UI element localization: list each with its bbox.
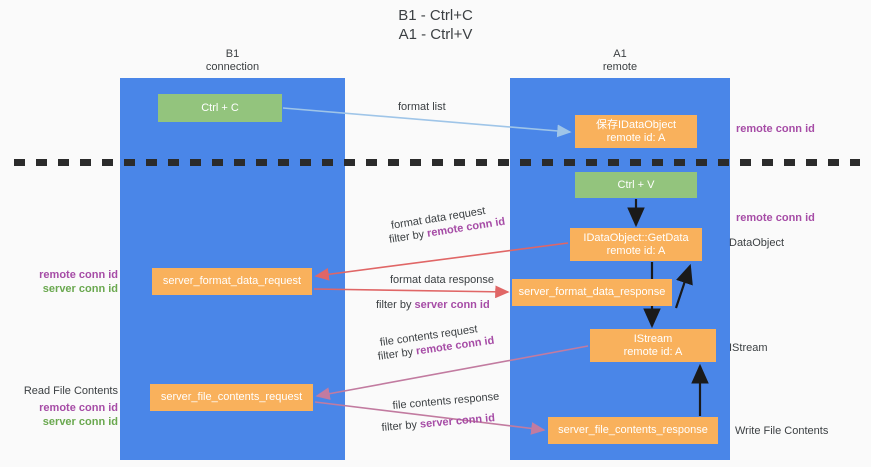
phase-divider bbox=[14, 159, 860, 166]
annotation-left-conn-ids-1: remote conn id server conn id bbox=[22, 268, 118, 296]
annotation-server-conn-id-left-2: server conn id bbox=[42, 416, 118, 428]
annotation-dataobject: DataObject bbox=[729, 237, 785, 249]
filter-by-text: filter by bbox=[377, 345, 417, 363]
server-conn-id-text: server conn id bbox=[419, 412, 496, 431]
annotation-remote-conn-id-mid: remote conn id bbox=[736, 212, 815, 224]
node-server-file-contents-response[interactable]: server_file_contents_response bbox=[548, 417, 718, 444]
annotation-istream: IStream bbox=[729, 342, 768, 354]
label-filter-by-server-conn-id-1: filter by server conn id bbox=[376, 298, 490, 312]
annotation-read-file-contents: Read File Contents bbox=[23, 385, 118, 397]
filter-by-text: filter by bbox=[381, 418, 421, 434]
column-header-a1: A1 remote bbox=[602, 48, 638, 73]
annotation-server-conn-id-left-1: server conn id bbox=[42, 283, 118, 295]
node-idataobject-getdata[interactable]: IDataObject::GetData remote id: A bbox=[570, 228, 702, 261]
label-format-list: format list bbox=[398, 101, 446, 113]
page-title: B1 - Ctrl+C A1 - Ctrl+V bbox=[398, 7, 473, 43]
label-filter-by-server-conn-id-2: filter by server conn id bbox=[381, 411, 496, 435]
annotation-remote-conn-id-left-2: remote conn id bbox=[39, 402, 118, 414]
node-save-idataobject[interactable]: 保存IDataObject remote id: A bbox=[575, 115, 697, 148]
label-format-data-response: format data response bbox=[390, 274, 494, 286]
annotation-write-file-contents: Write File Contents bbox=[735, 425, 829, 437]
column-header-b1: B1 connection bbox=[205, 48, 260, 73]
node-istream[interactable]: IStream remote id: A bbox=[590, 329, 716, 362]
annotation-left-conn-ids-2: remote conn id server conn id bbox=[22, 401, 118, 429]
annotation-remote-conn-id-top: remote conn id bbox=[736, 123, 815, 135]
annotation-remote-conn-id-left-1: remote conn id bbox=[39, 269, 118, 281]
node-server-format-data-response[interactable]: server_format_data_response bbox=[512, 279, 672, 306]
filter-by-text: filter by bbox=[376, 299, 415, 311]
label-file-contents-response: file contents response bbox=[392, 390, 500, 412]
node-server-format-data-request[interactable]: server_format_data_request bbox=[152, 268, 312, 295]
node-ctrl-v[interactable]: Ctrl + V bbox=[575, 172, 697, 198]
node-ctrl-c[interactable]: Ctrl + C bbox=[158, 94, 282, 122]
server-conn-id-text: server conn id bbox=[414, 299, 490, 311]
node-server-file-contents-request[interactable]: server_file_contents_request bbox=[150, 384, 313, 411]
